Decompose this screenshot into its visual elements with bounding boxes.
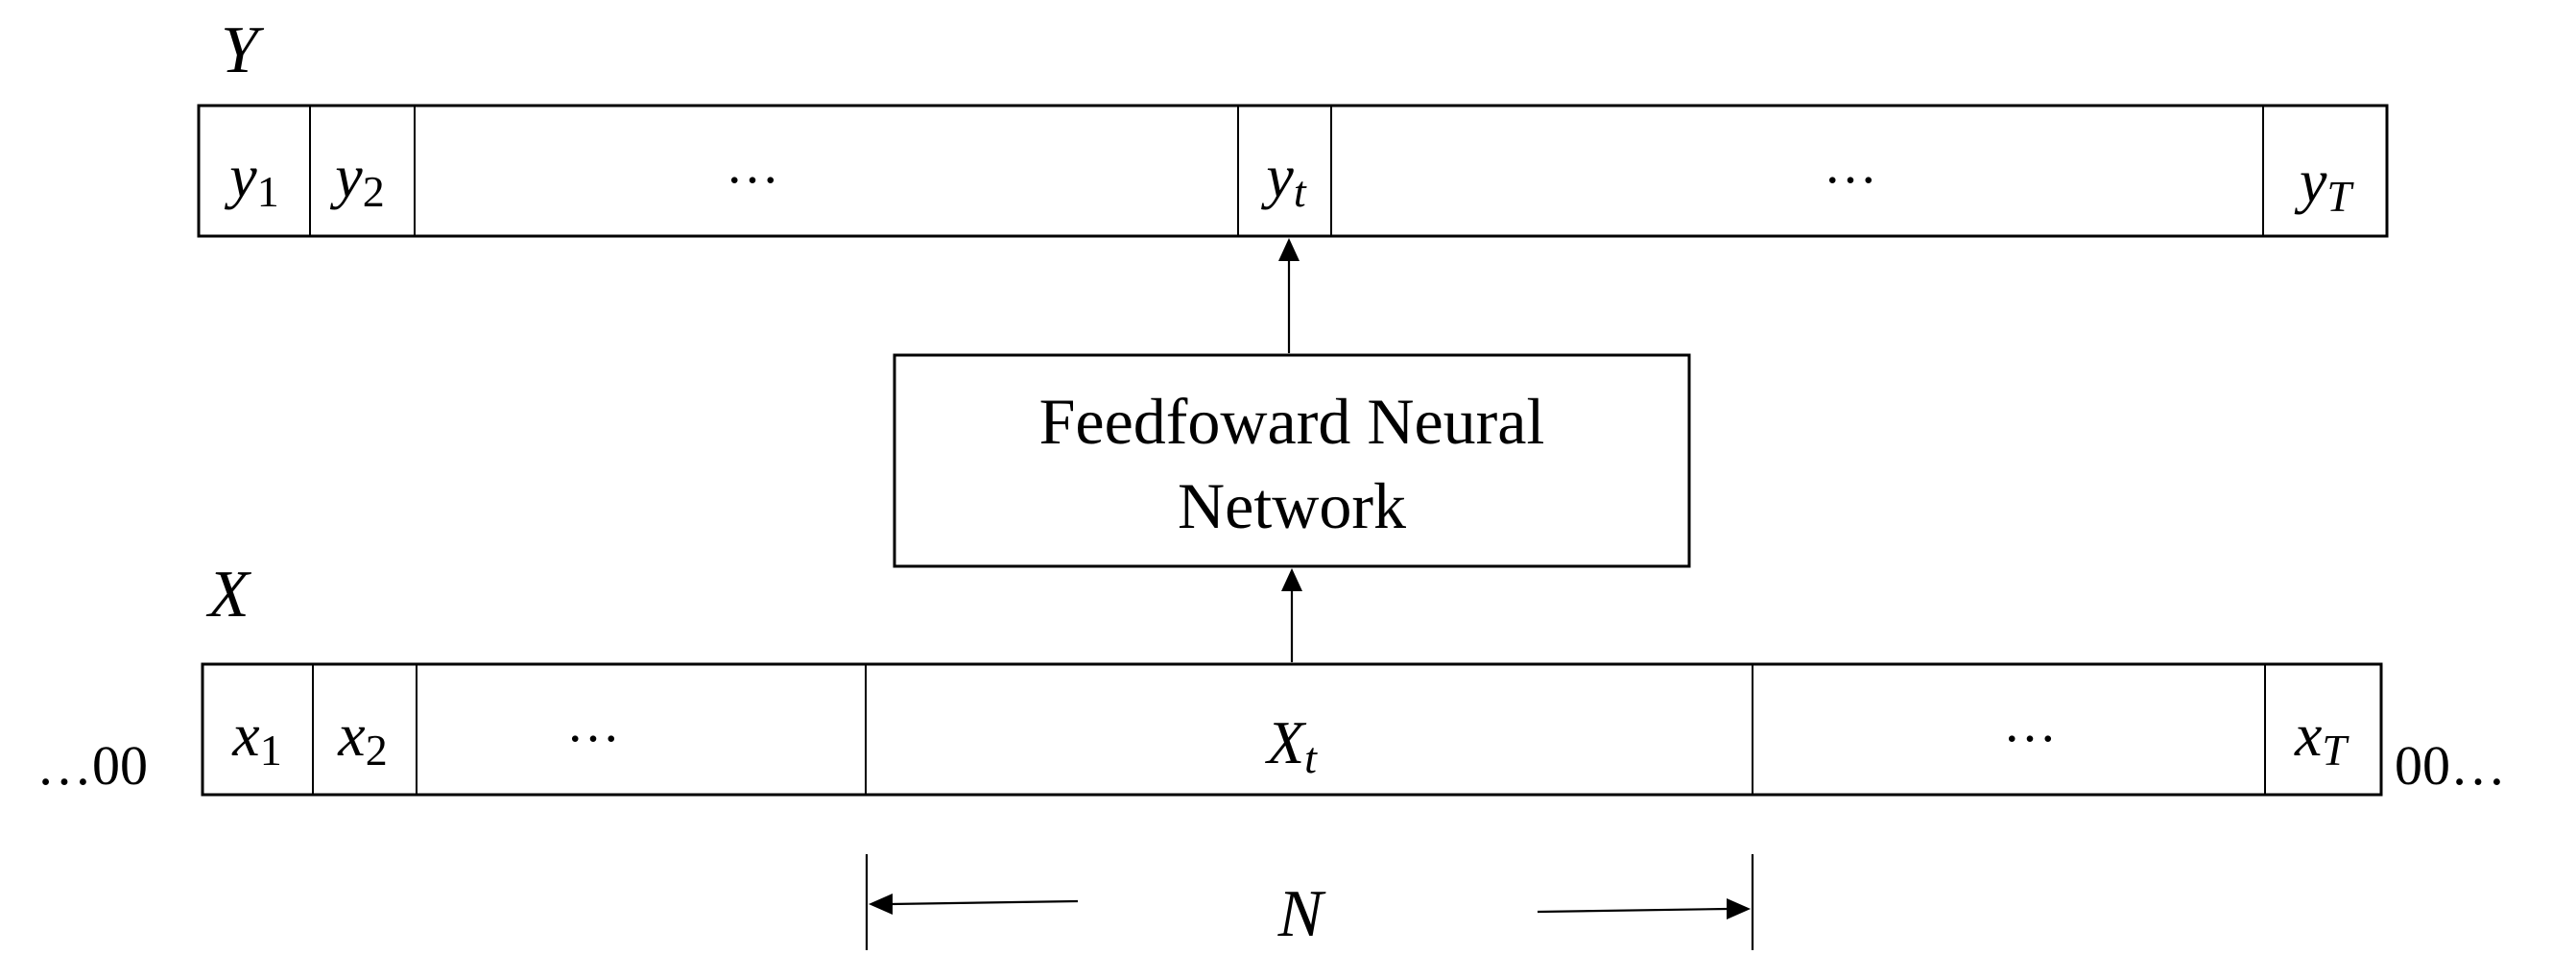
output-cell-yt: yt xyxy=(1260,142,1306,216)
ffn-label-line1: Feedfoward Neural xyxy=(1039,385,1545,458)
ffn-label-line2: Network xyxy=(1178,469,1406,542)
input-ellipsis-left: … xyxy=(566,694,620,753)
window-left-arrow xyxy=(890,899,1079,906)
right-zero-padding: 00… xyxy=(2395,734,2506,797)
output-ellipsis-left: … xyxy=(726,135,779,195)
output-ellipsis-right: … xyxy=(1824,135,1877,195)
window-size-label: N xyxy=(1277,877,1326,951)
input-sequence-label: X xyxy=(205,558,252,632)
ffn-box xyxy=(893,353,1691,568)
input-ellipsis-right: … xyxy=(2003,694,2057,753)
arrow-ffn-to-output xyxy=(1278,238,1300,353)
input-cell-x2: x2 xyxy=(337,701,387,775)
output-sequence-label: Y xyxy=(221,13,265,87)
output-cell-y2: y2 xyxy=(329,142,384,216)
arrow-input-to-ffn xyxy=(1281,568,1302,662)
input-window-Xt: Xt xyxy=(1264,708,1318,782)
output-sequence: y1 y2 … yt … yT xyxy=(197,104,2389,238)
input-cell-xT: xT xyxy=(2294,701,2349,775)
output-cell-yT: yT xyxy=(2294,147,2354,221)
input-sequence-box xyxy=(201,662,2383,797)
input-sequence: x1 x2 … Xt … xT xyxy=(201,662,2383,797)
left-zero-padding: …00 xyxy=(36,734,148,797)
window-width-indicator: N xyxy=(865,854,1754,951)
ffn-block: Feedfoward Neural Network xyxy=(893,353,1691,568)
input-cell-x1: x1 xyxy=(231,701,281,775)
window-right-arrow xyxy=(1537,907,1729,914)
output-sequence-box xyxy=(197,104,2389,238)
output-cell-y1: y1 xyxy=(224,142,278,216)
